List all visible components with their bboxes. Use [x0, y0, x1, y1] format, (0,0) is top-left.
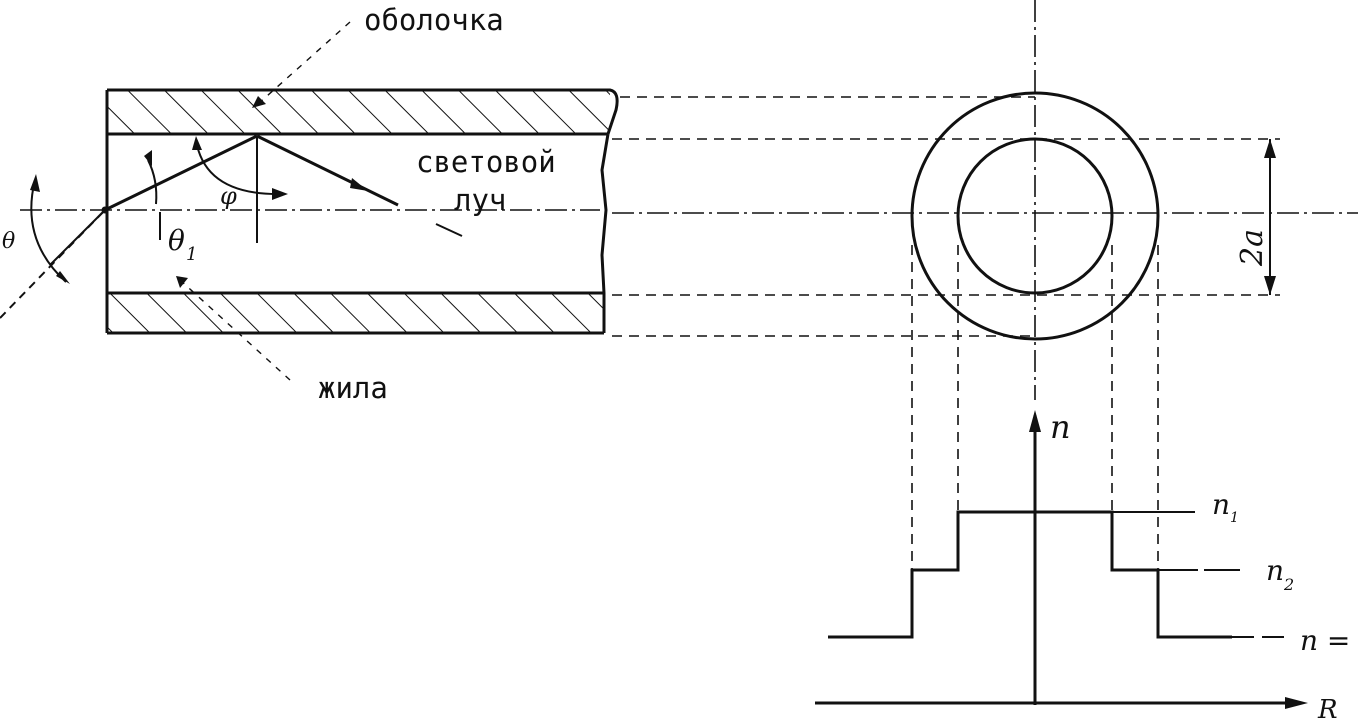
ray-label-line1: световой [416, 145, 556, 179]
core-leader-arrow [176, 276, 188, 288]
r-axis-arrow [1285, 697, 1308, 709]
diameter-label: 2a [1235, 229, 1270, 267]
entry-point [101, 206, 109, 214]
theta-arrow-top [30, 174, 40, 192]
incident-ray [49, 209, 106, 266]
r-axis-label: R [1317, 695, 1338, 722]
phi-arrow-top [192, 136, 202, 150]
ray-label-line2: луч [454, 183, 506, 217]
ray-label-pointer [435, 223, 463, 237]
phi-arrow-right [272, 188, 288, 200]
projection-lines [612, 96, 1358, 337]
cladding-top-outline [107, 88, 619, 135]
theta1-subscript: 1 [186, 244, 197, 265]
profile-curve [828, 510, 1232, 639]
theta1-arrow [144, 150, 152, 166]
theta-arc [30, 179, 67, 283]
theta-arrow-bottom [56, 271, 70, 284]
fiber-section [20, 88, 619, 335]
n-axis-arrow [1029, 410, 1041, 432]
index-profile: n R n 1 n 2 n = 1 [815, 408, 1358, 722]
cladding-bottom-hatch [107, 293, 604, 333]
ray-arrowhead [350, 178, 368, 191]
diameter-arrow-bottom [1264, 276, 1276, 295]
fiber-break-edge [600, 133, 610, 333]
n1-subscript: 1 [1230, 510, 1239, 526]
annotations: оболочка световой луч жила [176, 3, 556, 405]
reflected-ray [256, 134, 399, 207]
theta-label: θ [2, 229, 15, 254]
n-axis-label: n [1050, 408, 1071, 446]
cladding-leader-arrow [252, 96, 266, 108]
light-ray: θ θ 1 φ [0, 134, 399, 319]
theta1-label: θ [168, 224, 185, 257]
phi-arc [195, 139, 284, 196]
theta1-arc [147, 159, 158, 205]
phi-label: φ [220, 182, 237, 210]
core-label: жила [318, 371, 388, 405]
diameter-arrow-top [1264, 139, 1276, 158]
cladding-top-hatch [107, 90, 610, 134]
cladding-circle [910, 91, 1160, 341]
cladding-label: оболочка [364, 3, 504, 37]
n2-subscript: 2 [1283, 575, 1294, 594]
n1-label: n [1212, 488, 1230, 521]
cross-section: 2a [910, 0, 1276, 570]
n2-label: n [1266, 554, 1284, 587]
incident-ray-outside [0, 209, 106, 319]
refracted-ray [104, 134, 258, 212]
n-eq-1-label: n = 1 [1300, 624, 1358, 657]
